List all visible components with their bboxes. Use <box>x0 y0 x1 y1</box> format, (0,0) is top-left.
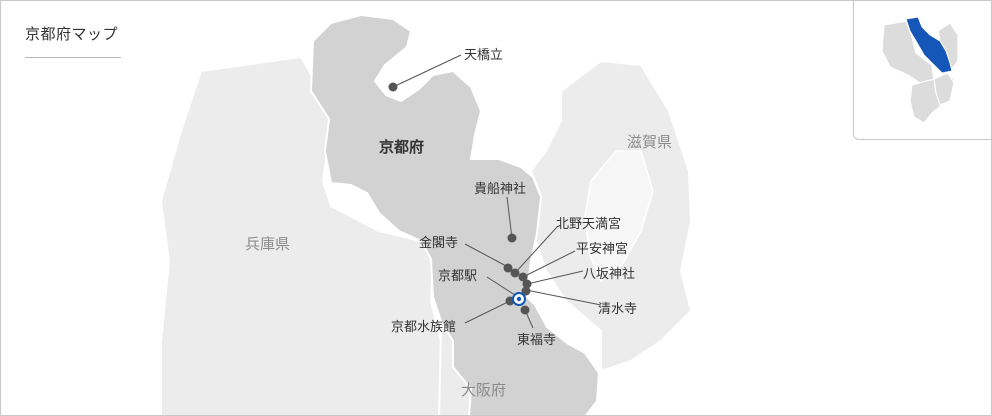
minimap-canvas <box>881 16 959 124</box>
label-tofukuji[interactable]: 東福寺 <box>517 333 557 348</box>
minimap-kii <box>933 72 955 106</box>
region-label-kyoto: 京都府 <box>379 138 425 156</box>
kitano-marker[interactable] <box>510 268 520 278</box>
region-label-shiga: 滋賀県 <box>627 133 673 151</box>
label-kyoto-station[interactable]: 京都駅 <box>438 269 478 284</box>
page-title: 京都府マップ <box>25 25 119 43</box>
label-yasaka[interactable]: 八坂神社 <box>583 267 636 282</box>
label-kinkakuji[interactable]: 金閣寺 <box>419 236 459 251</box>
title-divider <box>25 57 121 58</box>
kifune-marker[interactable] <box>507 233 517 243</box>
label-kitano[interactable]: 北野天満宮 <box>556 217 622 232</box>
yasaka-marker[interactable] <box>522 279 532 289</box>
label-kifune[interactable]: 貴船神社 <box>474 182 527 197</box>
kyoto-station-marker[interactable] <box>512 292 526 306</box>
leader-lines <box>392 54 602 329</box>
region-label-osaka: 大阪府 <box>461 381 507 399</box>
label-kiyomizu[interactable]: 清水寺 <box>598 302 638 317</box>
minimap-kyoto-highlight <box>905 16 953 74</box>
kinkakuji-marker[interactable] <box>503 263 513 273</box>
region-label-hyogo: 兵庫県 <box>245 235 291 253</box>
heian-marker[interactable] <box>518 272 528 282</box>
label-aquarium[interactable]: 京都水族館 <box>391 320 457 335</box>
locator-minimap <box>853 1 991 140</box>
lake-biwa <box>584 150 654 283</box>
label-heian[interactable]: 平安神宮 <box>576 242 629 257</box>
amanohashidate-marker[interactable] <box>388 82 398 92</box>
kiyomizu-marker[interactable] <box>521 286 531 296</box>
tofukuji-marker[interactable] <box>520 305 530 315</box>
label-amanohashidate[interactable]: 天橋立 <box>464 48 504 63</box>
markers <box>388 82 532 315</box>
